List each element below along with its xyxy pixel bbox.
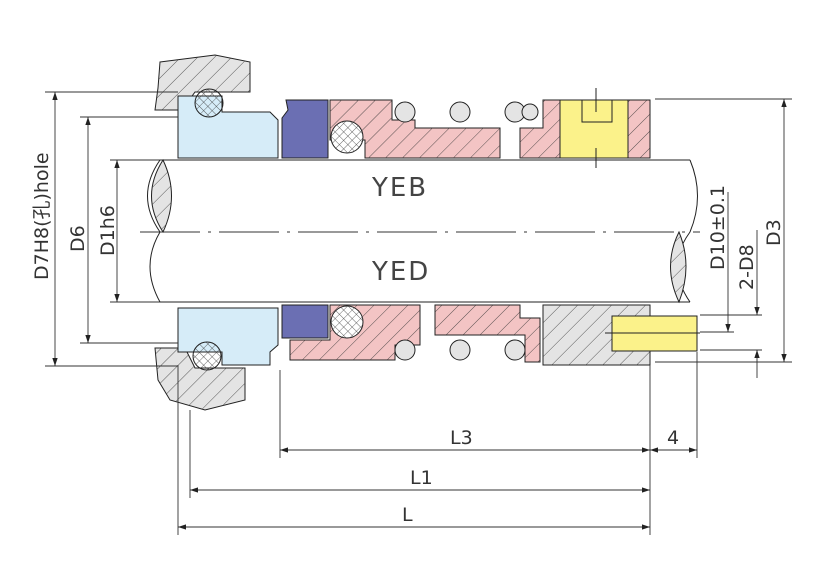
dim-4: 4 xyxy=(650,427,697,453)
dim-d6: D6 xyxy=(67,116,178,344)
label-l1: L1 xyxy=(410,467,433,489)
o-ring-bottom-hatch xyxy=(331,306,363,338)
springs xyxy=(394,101,539,361)
shaft xyxy=(140,158,700,304)
o-ring-top-hatch xyxy=(331,121,363,153)
set-screw-slot xyxy=(581,99,613,123)
label-yed: YED xyxy=(371,257,430,287)
dim-d7: D7H8(孔)hole xyxy=(31,91,178,367)
dim-l1: L1 xyxy=(190,467,650,493)
dim-d3: D3 xyxy=(655,98,792,363)
dim-d1: D1h6 xyxy=(97,159,160,303)
dim-d10: D10±0.1 xyxy=(700,185,734,333)
label-l: L xyxy=(402,504,413,526)
stationary-gland-top xyxy=(177,95,279,159)
seal-face-top xyxy=(281,99,329,159)
retainer-bottom-hatch xyxy=(435,305,540,362)
housing-bottom xyxy=(154,347,246,411)
seal-face-bottom xyxy=(281,304,329,339)
label-d7: D7H8(孔)hole xyxy=(31,152,53,280)
o-ring-housing-bottom xyxy=(192,341,222,371)
label-l3: L3 xyxy=(450,427,473,449)
label-4: 4 xyxy=(667,427,679,449)
label-d10: D10±0.1 xyxy=(707,185,729,270)
set-screw-top xyxy=(559,99,629,159)
label-d1: D1h6 xyxy=(97,205,119,256)
label-yeb: YEB xyxy=(371,173,428,203)
rotary-ring-top-hatch xyxy=(330,100,500,158)
dim-l: L xyxy=(178,504,650,530)
dim-l3: L3 xyxy=(280,427,650,453)
label-d6: D6 xyxy=(67,225,89,252)
dim-lines-vertical-ext xyxy=(177,352,698,535)
label-d3: D3 xyxy=(763,219,785,246)
label-d8: 2-D8 xyxy=(736,244,758,290)
dim-d8: 2-D8 xyxy=(700,230,762,378)
o-ring-housing-top xyxy=(194,88,224,118)
